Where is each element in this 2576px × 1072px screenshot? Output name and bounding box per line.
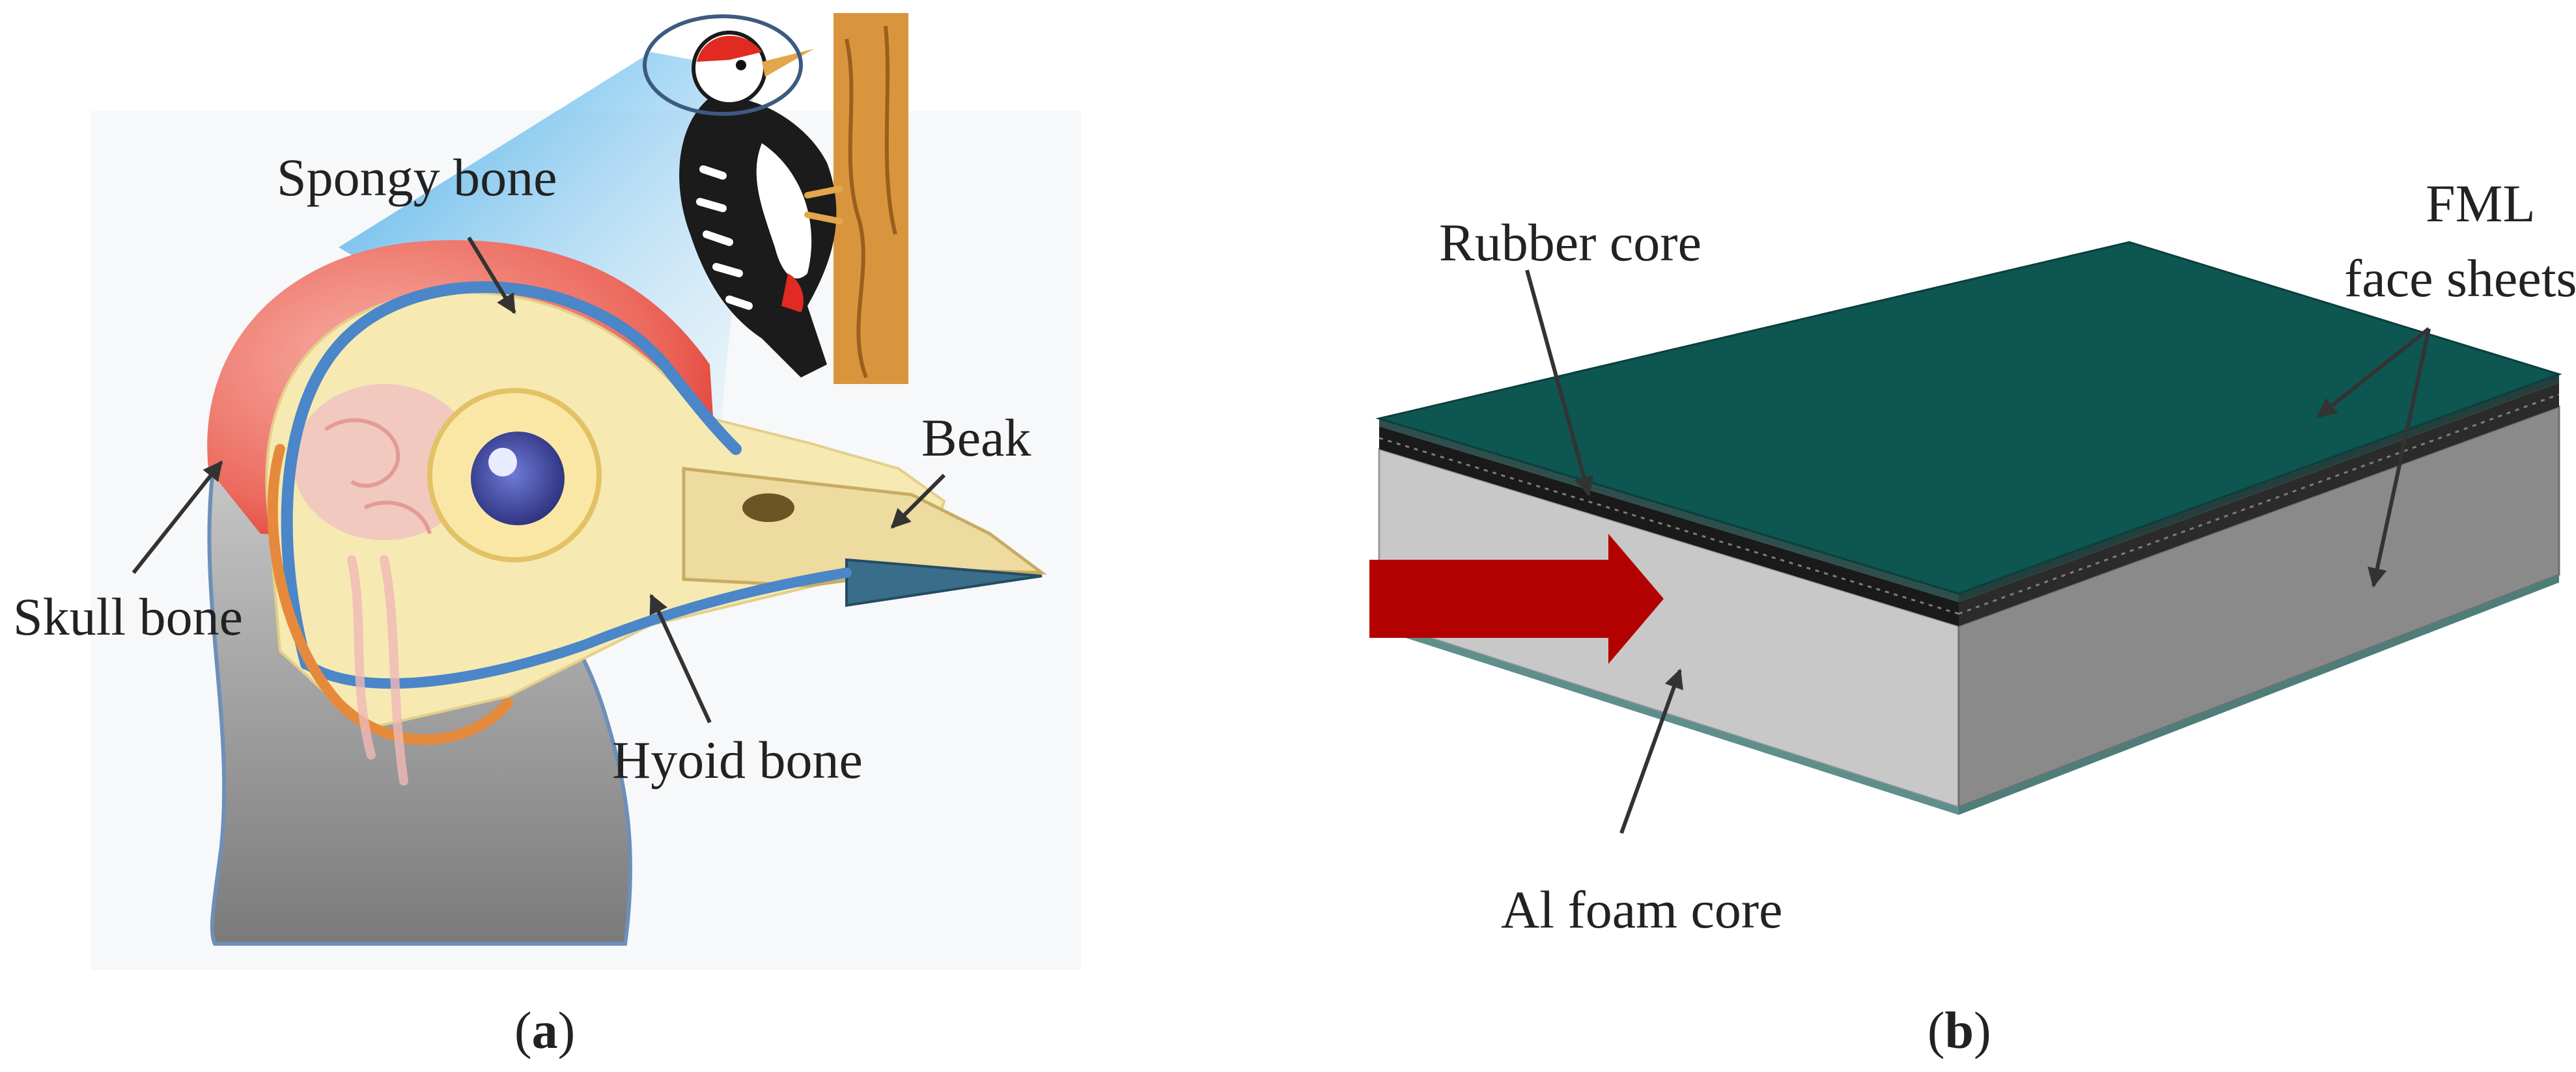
inset-head-circle xyxy=(643,14,803,116)
nostril xyxy=(742,493,794,522)
bottom-sheet-right xyxy=(1959,575,2559,815)
skull-bone-arrow xyxy=(132,460,223,574)
hyoid-bone-arrow xyxy=(649,594,712,724)
bottom-sheet-left xyxy=(1379,622,1959,815)
panel-b-diagram xyxy=(1375,241,2562,815)
bird-vent xyxy=(781,273,804,312)
top-face xyxy=(1375,241,2562,595)
al-foam-arrow xyxy=(1619,668,1683,834)
spongy-bone-arrow xyxy=(467,236,516,314)
eye-highlight xyxy=(488,448,517,476)
caption-b-letter: b xyxy=(1945,1002,1974,1060)
fml-arrow-top xyxy=(2316,327,2430,419)
top-sheet-right xyxy=(1959,374,2559,602)
bird-eye xyxy=(736,60,746,70)
caption-a-open: ( xyxy=(514,1002,532,1060)
hyoid-orange-loop xyxy=(267,444,513,745)
vessels xyxy=(347,555,408,786)
caption-b: (b) xyxy=(1927,1002,1991,1060)
rubber-core-arrow xyxy=(1525,269,1594,497)
bird-beak xyxy=(762,49,814,77)
bird-belly xyxy=(756,143,812,279)
beak-arrow xyxy=(890,473,946,529)
caption-b-open: ( xyxy=(1927,1002,1945,1060)
caption-b-close: ) xyxy=(1974,1002,1991,1060)
impact-arrow-icon xyxy=(1369,534,1664,664)
panel-a-diagram xyxy=(91,52,1081,970)
bird-crown xyxy=(697,35,762,62)
label-beak: Beak xyxy=(921,408,1031,467)
rubber-texture-left xyxy=(1379,437,1959,615)
label-fml-line1: FML xyxy=(2426,174,2536,233)
label-rubber-core: Rubber core xyxy=(1439,213,1701,272)
tree-bark xyxy=(845,25,897,379)
caption-a-close: ) xyxy=(558,1002,576,1060)
fml-arrow-bottom xyxy=(2368,328,2431,588)
woodpecker-icon xyxy=(643,13,908,384)
rubber-texture-right xyxy=(1958,393,2560,615)
label-fml-line2: face sheets xyxy=(2344,249,2576,308)
eye-iris xyxy=(471,432,565,525)
caption-a: (a) xyxy=(514,1002,575,1060)
bird-wing-spots xyxy=(696,165,753,310)
label-hyoid-bone: Hyoid bone xyxy=(612,730,863,790)
spongy-bone-line xyxy=(281,281,742,670)
tree-trunk xyxy=(833,13,908,384)
bird-feet xyxy=(804,186,843,225)
label-spongy-bone: Spongy bone xyxy=(277,148,557,207)
top-sheet-left xyxy=(1379,419,1959,602)
label-al-foam-core: Al foam core xyxy=(1501,880,1783,939)
label-skull-bone: Skull bone xyxy=(13,587,243,646)
beak-tip xyxy=(845,558,1043,607)
hyoid-blue-line xyxy=(301,568,852,689)
caption-a-letter: a xyxy=(532,1002,558,1060)
brain-folds xyxy=(324,418,432,534)
